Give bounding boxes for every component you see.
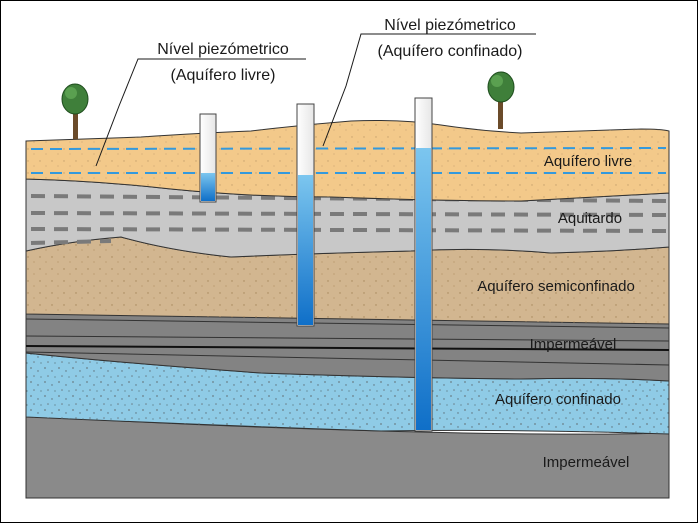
label-aquitard: Aquitardo <box>558 210 622 227</box>
impermeable-line <box>25 351 670 366</box>
impermeable-line <box>25 318 670 329</box>
free-aquifer-texture <box>26 120 669 201</box>
well-free-aquifer <box>199 113 217 203</box>
label-impermeable-lower: Impermeável <box>543 454 630 471</box>
piezometric-line-confined <box>30 147 667 150</box>
impermeable-line <box>25 335 670 342</box>
semiconfined-texture <box>26 237 669 324</box>
callout-free-line1: Nível piezómetrico <box>157 41 289 58</box>
callout-confined-line2: (Aquífero confinado) <box>378 43 523 60</box>
impermeable-line <box>25 345 670 351</box>
confined-aquifer-texture <box>26 353 669 434</box>
label-free-aquifer: Aquífero livre <box>544 153 632 170</box>
well-semiconfined-aquifer <box>296 103 315 327</box>
callout-leader-confined <box>322 33 536 147</box>
label-confined-aquifer: Aquífero confinado <box>495 391 621 408</box>
callout-leader-free <box>95 58 306 167</box>
aquitard-hatching <box>30 194 667 245</box>
tree-icon <box>487 71 515 129</box>
callout-free-line2: (Aquífero livre) <box>171 67 276 84</box>
tree-icon <box>61 83 89 139</box>
callout-confined-line1: Nível piezómetrico <box>384 17 516 34</box>
well-confined-aquifer <box>414 97 433 432</box>
label-semiconfined-aquifer: Aquífero semiconfinado <box>477 278 635 295</box>
label-impermeable-upper: Impermeável <box>530 336 617 353</box>
